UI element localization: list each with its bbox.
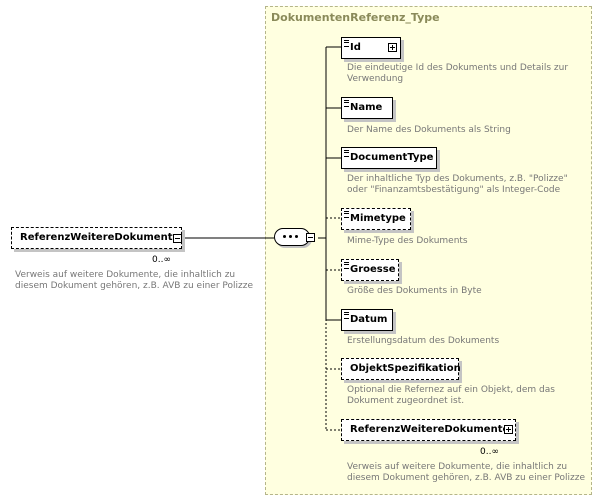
element-objektspezifikation[interactable]: ObjektSpezifikation [341, 358, 461, 380]
element-id[interactable]: Id [341, 37, 401, 59]
element-datum[interactable]: Datum [341, 309, 393, 331]
element-groesse-description: Größe des Dokuments in Byte [347, 286, 482, 296]
sequence-compositor-icon[interactable] [274, 228, 310, 246]
element-mimetype-description: Mime-Type des Dokuments [347, 236, 468, 246]
element-icon [344, 150, 349, 157]
element-icon [344, 100, 349, 107]
collapse-icon[interactable] [173, 234, 182, 243]
element-icon [344, 40, 349, 47]
expand-icon[interactable] [388, 43, 397, 52]
child-cardinality: 0..∞ [480, 447, 499, 457]
element-referenzweiteredokumente-description: Verweis auf weitere Dokumente, die inhal… [347, 462, 585, 483]
complex-type-panel [265, 6, 592, 495]
sequence-collapse-icon[interactable] [306, 233, 315, 242]
element-name[interactable]: Name [341, 97, 393, 119]
element-icon [344, 262, 349, 269]
element-objektspezifikation-description: Optional die Refernez auf ein Objekt, de… [347, 385, 555, 406]
element-name-description: Der Name des Dokuments als String [347, 125, 511, 135]
expand-icon[interactable] [504, 425, 513, 434]
root-element-box[interactable]: ReferenzWeitereDokumente [11, 227, 182, 249]
element-documenttype[interactable]: DocumentType [341, 147, 437, 169]
element-id-description: Die eindeutige Id des Dokuments und Deta… [347, 63, 569, 84]
element-icon [344, 312, 349, 319]
root-description: Verweis auf weitere Dokumente, die inhal… [15, 270, 253, 291]
element-icon [344, 211, 349, 218]
element-datum-description: Erstellungsdatum des Dokuments [347, 336, 500, 346]
element-documenttype-description: Der inhaltliche Typ des Dokuments, z.B. … [347, 174, 568, 195]
root-element-name: ReferenzWeitereDokumente [20, 232, 180, 243]
complex-type-title: DokumentenReferenz_Type [271, 11, 440, 24]
root-cardinality: 0..∞ [152, 255, 171, 265]
element-referenzweiteredokumente[interactable]: ReferenzWeitereDokumente [341, 419, 516, 441]
element-groesse[interactable]: Groesse [341, 259, 399, 281]
element-mimetype[interactable]: Mimetype [341, 208, 411, 230]
